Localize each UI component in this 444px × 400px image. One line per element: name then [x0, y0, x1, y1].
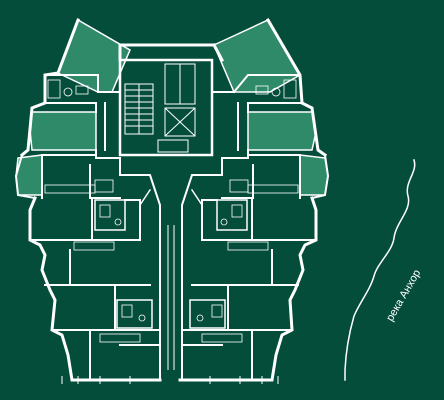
- lower-right-apartment: [181, 284, 293, 381]
- corridor: [119, 157, 223, 381]
- upper-right-apartment: [211, 74, 303, 199]
- balcony-top-right: [213, 19, 302, 93]
- balcony-right-mid: [247, 111, 317, 151]
- lower-left-apartment: [51, 284, 161, 381]
- river-label: река Анхор: [384, 268, 423, 324]
- core: [118, 58, 214, 157]
- middle-right-apartment: [191, 197, 317, 286]
- middle-left-apartment: [29, 197, 151, 286]
- upper-left-apartment: [41, 74, 121, 199]
- stair-steps: [125, 89, 153, 127]
- balcony-left-mid: [29, 111, 97, 151]
- window-ticks: [61, 376, 279, 384]
- river-line: [344, 159, 416, 381]
- balcony-right-low: [299, 154, 329, 196]
